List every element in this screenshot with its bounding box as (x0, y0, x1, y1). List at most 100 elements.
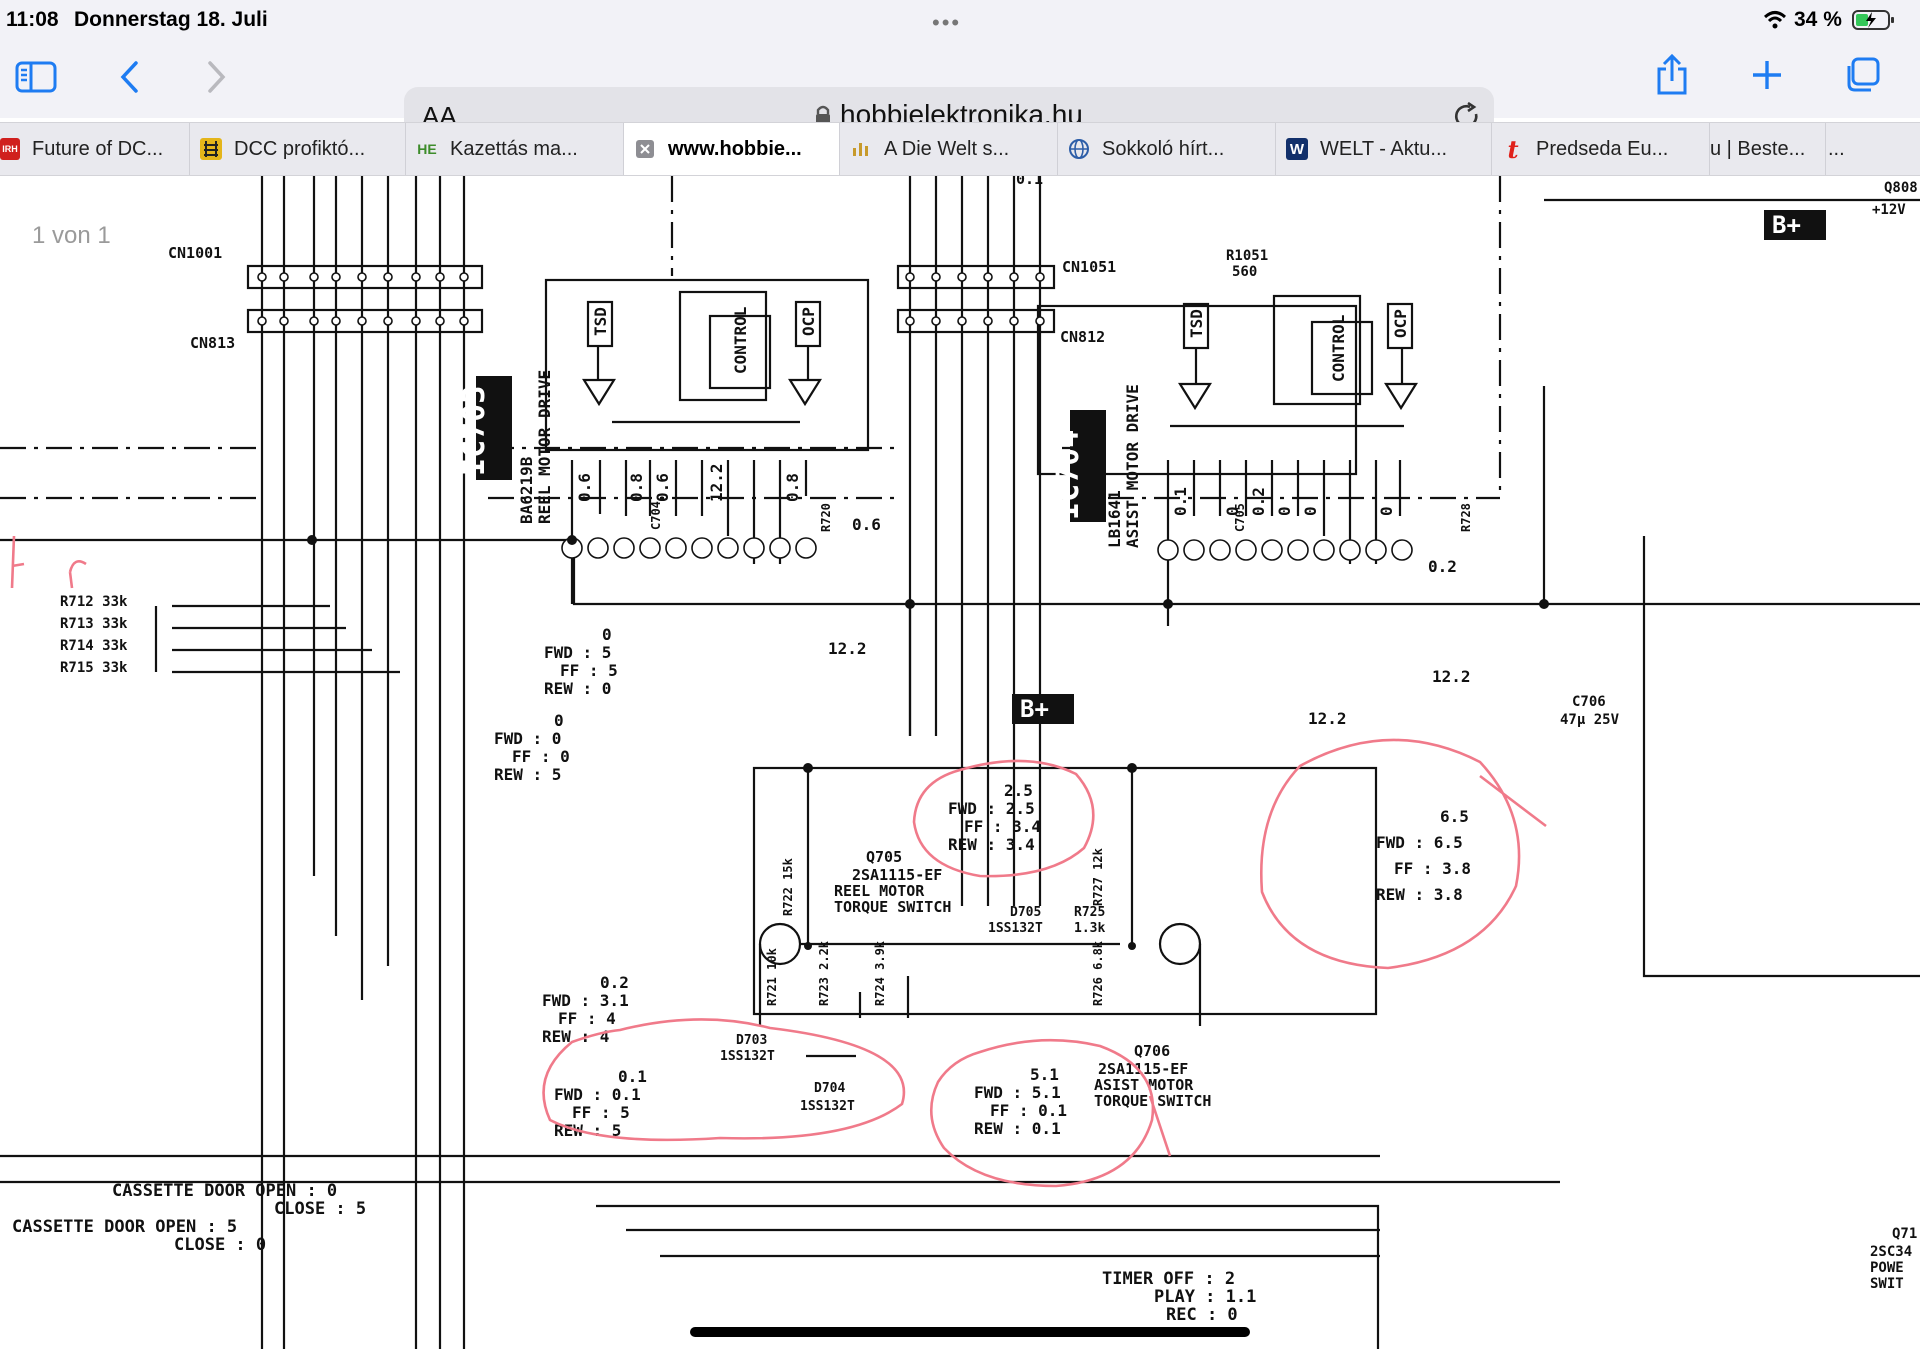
grp1-rew: REW : 0 (544, 679, 611, 698)
annotation-circle-grp4 (542, 1018, 906, 1142)
r728-label: R728 (1459, 503, 1473, 532)
tab-more[interactable]: ... (1826, 123, 1920, 175)
ic704-v3: 0 (1223, 506, 1242, 516)
tabs-icon[interactable] (1842, 56, 1882, 94)
forward-icon[interactable] (200, 58, 234, 96)
r714-label: R714 33k (60, 638, 128, 654)
ic703-desc: REEL MOTOR DRIVE (535, 370, 554, 524)
annotation-scribble-left (10, 535, 87, 589)
annotation-circle-grp7 (1260, 738, 1547, 970)
ic703-v1: 0.6 (575, 473, 594, 502)
grp5-ff: FF : 3.4 (964, 817, 1041, 836)
r723-label: R723 2.2k (817, 940, 831, 1006)
ic704-desc: ASIST MOTOR DRIVE (1123, 384, 1142, 548)
q706-part: 2SA1115-EF (1098, 1060, 1188, 1078)
timer-off-label: TIMER OFF : 2 (1102, 1269, 1235, 1289)
back-icon[interactable] (112, 58, 146, 96)
tab-kazettas[interactable]: HE Kazettás ma... (406, 123, 624, 175)
close-tab-icon[interactable] (634, 138, 656, 160)
grp4-ff: FF : 5 (572, 1103, 630, 1122)
bplus-top-label: B+ (1772, 211, 1801, 239)
r722-label: R722 15k (781, 857, 795, 916)
c706-value: 47µ 25V (1560, 712, 1620, 728)
grp6-ff: FF : 0.1 (990, 1101, 1067, 1120)
grp7-fwd: FWD : 6.5 (1376, 833, 1463, 852)
cn1051-label: CN1051 (1062, 258, 1116, 276)
grp6-fwd: FWD : 5.1 (974, 1083, 1061, 1102)
q706-desc1: ASIST MOTOR (1094, 1076, 1194, 1094)
tab-favicon-t: t (1507, 134, 1519, 164)
tab-title: A Die Welt s... (884, 137, 1010, 160)
tab-favicon-irh: IRH (0, 138, 20, 160)
ic704-ocp: OCP (1391, 309, 1410, 338)
grp5-rew: REW : 3.4 (948, 835, 1035, 854)
grp1-top: 0 (602, 625, 612, 644)
r725-value: 1.3k (1074, 921, 1105, 936)
tab-dcc-profikto[interactable]: DCC profiktó... (190, 123, 406, 175)
ic703-control: CONTROL (731, 307, 750, 374)
grp2-fwd: FWD : 0 (494, 729, 561, 748)
tab-hobbielektronika-active[interactable]: www.hobbie... (624, 123, 840, 175)
grp7-ff: FF : 3.8 (1394, 859, 1471, 878)
ic703-label: IC703 (457, 386, 492, 476)
chart-favicon-icon (850, 138, 872, 160)
r727-label: R727 12k (1091, 847, 1105, 906)
grp2-top: 0 (554, 711, 564, 730)
c706-node-v: 12.2 (1308, 709, 1347, 728)
battery-charging-icon (1852, 9, 1896, 31)
grp2-ff: FF : 0 (512, 747, 570, 766)
ic704-v10: 0.2 (1428, 557, 1457, 576)
status-bar: 11:08 Donnerstag 18. Juli ••• 34 % (0, 0, 1920, 40)
tab-die-welt[interactable]: A Die Welt s... (840, 123, 1058, 175)
home-indicator[interactable] (690, 1327, 1250, 1337)
grp1-ff: FF : 5 (560, 661, 618, 680)
tab-title: u | Beste... (1710, 137, 1806, 160)
d703-label: D703 (736, 1033, 767, 1048)
pdf-viewer[interactable]: IC703 IC704 B+ B+ BA6219B REEL MOTOR DRI… (0, 176, 1920, 1349)
d704-part: 1SS132T (800, 1099, 855, 1114)
grp2-rew: REW : 5 (494, 765, 561, 784)
tab-title: DCC profiktó... (234, 137, 366, 160)
tab-strip: IRH Future of DC... DCC profiktó... HE K… (0, 122, 1920, 176)
r1051-label: R1051 (1226, 248, 1268, 264)
multitasking-dots-icon[interactable]: ••• (932, 10, 962, 35)
tab-predseda[interactable]: t Predseda Eu... (1492, 123, 1710, 175)
cn1001-label: CN1001 (168, 244, 222, 262)
share-icon[interactable] (1654, 52, 1690, 98)
q705-label: Q705 (866, 848, 902, 866)
d703-part: 1SS132T (720, 1049, 775, 1064)
ic703-v3: 0.8 (627, 473, 646, 502)
grp3-rew: REW : 4 (542, 1027, 609, 1046)
tab-favicon-w: W (1286, 138, 1308, 160)
door1-open: CASSETTE DOOR OPEN : 0 (112, 1181, 337, 1201)
ic704-v5: 0 (1275, 506, 1294, 516)
grp4-top: 0.1 (618, 1067, 647, 1086)
c704-label: C704 (649, 501, 663, 530)
tab-title: WELT - Aktu... (1320, 137, 1448, 160)
page-indicator: 1 von 1 (32, 222, 111, 249)
plus-icon[interactable] (1750, 58, 1784, 92)
q808-voltage: 0.1 (1016, 176, 1043, 188)
tab-title: Sokkoló hírt... (1102, 137, 1225, 160)
tab-future-of-dc[interactable]: IRH Future of DC... (0, 123, 190, 175)
grp1-fwd: FWD : 5 (544, 643, 611, 662)
ic704-bplus-v: 12.2 (1432, 667, 1471, 686)
ic704-tsd: TSD (1187, 309, 1206, 338)
ic703-tsd: TSD (591, 307, 610, 336)
tab-welt-aktuell[interactable]: W WELT - Aktu... (1276, 123, 1492, 175)
tab-sokkolo[interactable]: Sokkoló hírt... (1058, 123, 1276, 175)
annotation-circle-grp6 (929, 1038, 1172, 1188)
ic703-v6: 12.2 (707, 463, 726, 502)
grp6-top: 5.1 (1030, 1065, 1059, 1084)
tab-beste[interactable]: u | Beste... (1710, 123, 1826, 175)
d704-label: D704 (814, 1081, 845, 1096)
q71-label: Q71 (1892, 1226, 1917, 1242)
cn812-label: CN812 (1060, 328, 1105, 346)
grp3-ff: FF : 4 (558, 1009, 616, 1028)
bplus-label: B+ (1020, 695, 1049, 723)
ic703-part: BA6219B (517, 456, 536, 524)
status-date: Donnerstag 18. Juli (74, 8, 268, 31)
sidebar-icon[interactable] (14, 59, 58, 95)
tab-title: www.hobbie... (668, 137, 802, 160)
status-time: 11:08 (6, 8, 59, 31)
